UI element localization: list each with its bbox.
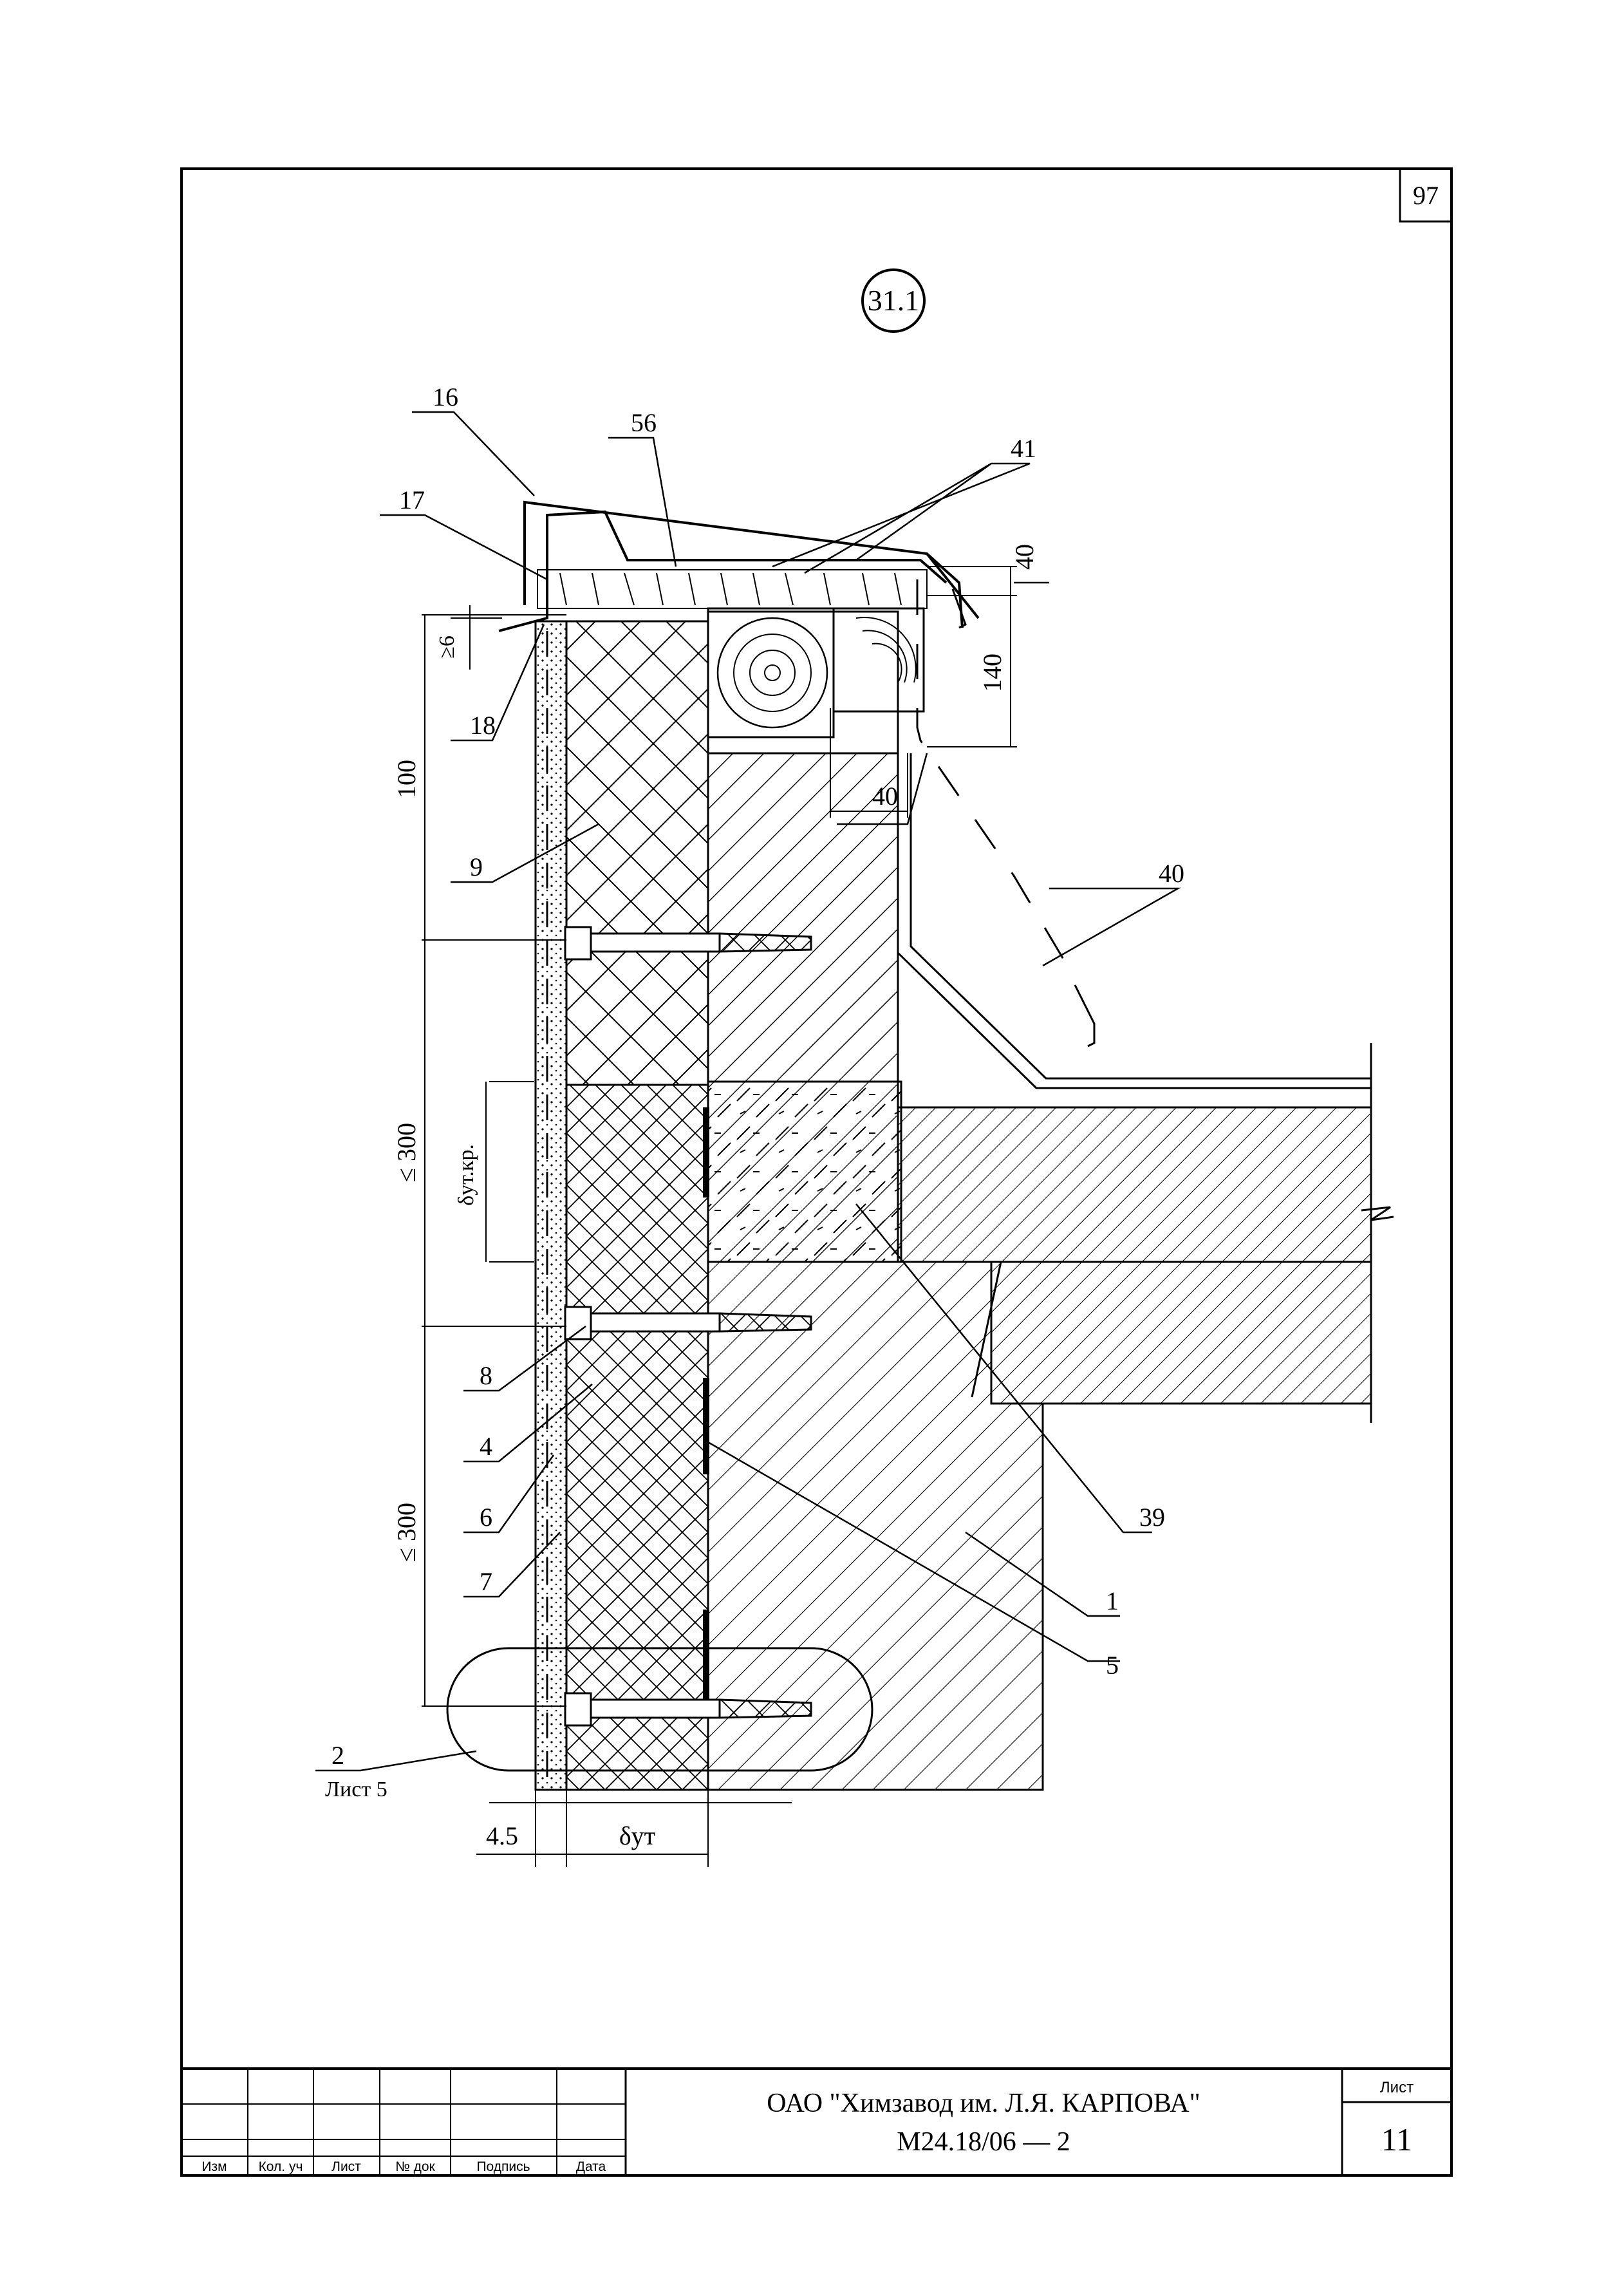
callout-5: 5 (1106, 1651, 1119, 1680)
page-number-box (1399, 167, 1453, 223)
wood-bar-1 (707, 607, 835, 738)
callout-1: 1 (1106, 1586, 1119, 1615)
leader-lines (315, 411, 1181, 1772)
ring-beam (707, 1080, 902, 1263)
tb-sheet-number: 11 (1381, 2121, 1412, 2157)
waterproofing (897, 753, 1371, 1089)
tb-organization: ОАО "Химзавод им. Л.Я. КАРПОВА" (767, 2089, 1200, 2118)
tb-header-doc: № док (395, 2159, 435, 2174)
dimension-lines (422, 566, 1017, 1867)
tb-header-date: Дата (576, 2159, 606, 2174)
dowel-2 (564, 1306, 812, 1340)
detail-2-outline (446, 1647, 873, 1772)
insulation-upper (565, 620, 709, 1086)
callout-17: 17 (399, 485, 425, 514)
page-number: 97 (1413, 181, 1439, 210)
metal-capping (523, 500, 980, 628)
callout-18: 18 (470, 711, 496, 740)
callout-16: 16 (433, 382, 458, 411)
membrane-dashed (916, 579, 1076, 979)
dim-le300-a: ≤ 300 (392, 1123, 421, 1182)
callout-40-mid: 40 (872, 782, 898, 811)
tb-header-signature: Подпись (476, 2159, 530, 2174)
dim-delta-ut: δут (619, 1821, 655, 1850)
tb-code: М24.18/06 — 2 (897, 2127, 1070, 2157)
callout-6: 6 (480, 1503, 492, 1532)
plaster-layer (534, 620, 568, 1791)
detail-mark: 31.1 (868, 284, 920, 317)
dim-100: 100 (392, 760, 421, 798)
title-block (180, 2067, 1453, 2177)
wood-bar-2 (832, 607, 925, 713)
callout-39: 39 (1139, 1503, 1165, 1532)
dim-140: 140 (978, 653, 1007, 692)
callout-2: 2 (331, 1741, 344, 1770)
dim-min6: ≥6 (435, 635, 459, 659)
callout-8: 8 (480, 1361, 492, 1390)
tb-header-list: Лист (331, 2159, 361, 2174)
callout-4: 4 (480, 1432, 492, 1461)
dowel-1 (564, 926, 812, 961)
callout-40-top: 40 (1010, 544, 1039, 570)
dowel-3 (564, 1692, 812, 1727)
callout-40-right: 40 (1159, 859, 1184, 888)
callout-2-sheet: Лист 5 (325, 1778, 387, 1801)
dim-delta-ut-kr: δут.кр. (454, 1144, 478, 1206)
callout-9: 9 (470, 852, 483, 881)
dim-le300-b: ≤ 300 (392, 1503, 421, 1562)
tb-header-kol: Кол. уч (259, 2159, 303, 2174)
dim-4-5: 4.5 (486, 1821, 518, 1850)
callout-56: 56 (631, 408, 657, 437)
detail-mark-circle (861, 268, 926, 333)
tb-header-izm: Изм (201, 2159, 227, 2174)
callout-7: 7 (480, 1567, 492, 1596)
tb-sheet-label: Лист (1380, 2079, 1414, 2096)
callout-41: 41 (1011, 434, 1036, 463)
insulation-lower (565, 1084, 709, 1791)
